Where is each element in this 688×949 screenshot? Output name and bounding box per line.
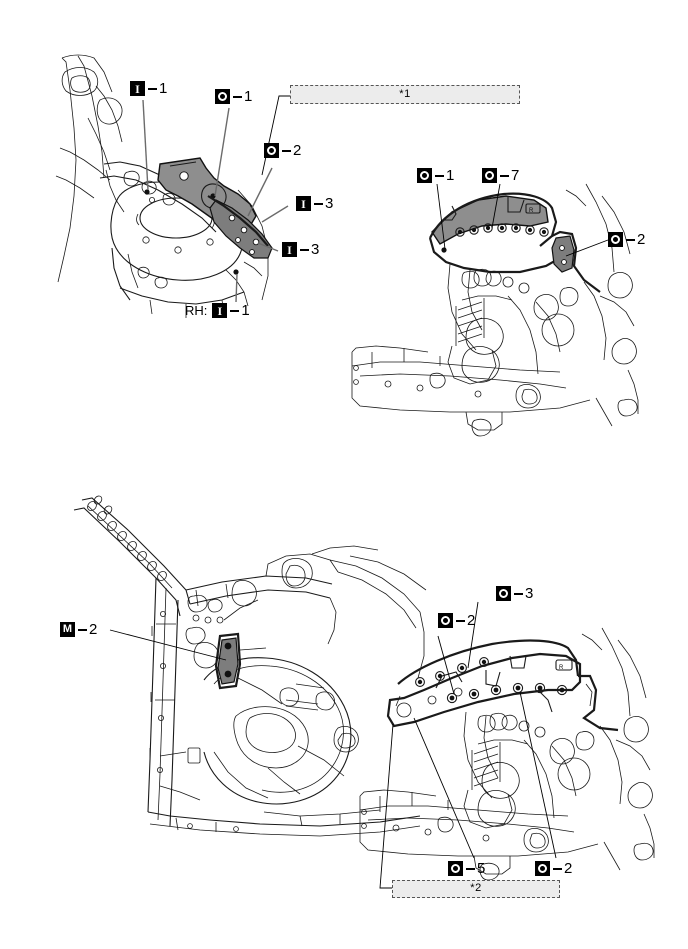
callout-o-1-top[interactable]: 1 xyxy=(215,89,252,104)
callout-o-2-bottom-top[interactable]: 2 xyxy=(438,613,475,628)
badge-bolt-icon xyxy=(215,89,230,104)
dash-separator xyxy=(230,309,240,312)
callout-o-5-bottom[interactable]: 5 xyxy=(448,861,485,876)
badge-bolt-icon xyxy=(496,586,511,601)
callout-o-2-top[interactable]: 2 xyxy=(264,143,301,158)
art-top-left xyxy=(55,54,290,318)
badge-i-icon: I xyxy=(130,81,145,96)
callout-number: 3 xyxy=(525,585,534,602)
callout-number: 1 xyxy=(244,88,253,105)
badge-bolt-icon xyxy=(535,861,550,876)
dash-separator xyxy=(500,174,509,177)
callout-o-7-right[interactable]: 7 xyxy=(482,168,519,183)
dash-separator xyxy=(314,202,323,205)
art-bottom-right: R xyxy=(359,601,655,889)
footnote-label: *2 xyxy=(470,882,482,894)
callout-number: 1 xyxy=(446,167,455,184)
callout-i-3-lower[interactable]: I 3 xyxy=(282,242,319,257)
weld-point xyxy=(144,189,150,195)
dash-separator xyxy=(148,87,157,90)
dash-separator xyxy=(282,149,291,152)
callout-o-3-bottom[interactable]: 3 xyxy=(496,586,533,601)
dash-separator xyxy=(300,248,309,251)
callout-rh-i-1[interactable]: RH: I 1 xyxy=(185,303,250,318)
weld-point xyxy=(441,247,447,253)
dash-separator xyxy=(456,619,465,622)
art-bottom-left xyxy=(73,495,427,837)
rh-prefix-label: RH: xyxy=(185,303,208,318)
callout-number: 2 xyxy=(467,612,476,629)
dash-separator xyxy=(233,95,242,98)
badge-bolt-icon xyxy=(448,861,463,876)
badge-bolt-icon xyxy=(438,613,453,628)
badge-bolt-icon xyxy=(608,232,623,247)
footnote-box-1: *1 xyxy=(290,85,520,104)
callout-o-2-right[interactable]: 2 xyxy=(608,232,645,247)
art-top-right: R xyxy=(351,183,639,437)
callout-number: 1 xyxy=(241,302,250,319)
badge-i-icon: I xyxy=(212,303,228,318)
badge-m-icon: M xyxy=(60,622,75,637)
callout-number: 3 xyxy=(325,195,334,212)
svg-text:R: R xyxy=(529,208,534,214)
callout-m-2[interactable]: M 2 xyxy=(60,622,97,637)
dash-separator xyxy=(553,867,562,870)
badge-bolt-icon xyxy=(482,168,497,183)
callout-number: 2 xyxy=(564,860,573,877)
weld-point xyxy=(233,269,239,275)
dash-separator xyxy=(514,592,523,595)
callout-i-1-top[interactable]: I 1 xyxy=(130,81,167,96)
footnote-label: *1 xyxy=(399,87,411,100)
callout-number: 5 xyxy=(477,860,486,877)
callout-o-2-bottom-right[interactable]: 2 xyxy=(535,861,572,876)
callout-number: 2 xyxy=(637,231,646,248)
callout-number: 2 xyxy=(89,621,98,638)
dash-separator xyxy=(626,238,635,241)
callout-i-3-upper[interactable]: I 3 xyxy=(296,196,333,211)
callout-number: 7 xyxy=(511,167,520,184)
svg-text:R: R xyxy=(559,665,564,671)
badge-bolt-icon xyxy=(417,168,432,183)
footnote-box-2: *2 xyxy=(392,880,560,898)
dash-separator xyxy=(78,628,87,631)
badge-bolt-icon xyxy=(264,143,279,158)
dash-separator xyxy=(466,867,475,870)
badge-i-icon: I xyxy=(296,196,311,211)
callout-number: 3 xyxy=(311,241,320,258)
callout-o-1-right[interactable]: 1 xyxy=(417,168,454,183)
badge-i-icon: I xyxy=(282,242,297,257)
callout-number: 2 xyxy=(293,142,302,159)
callout-number: 1 xyxy=(159,80,168,97)
dash-separator xyxy=(435,174,444,177)
